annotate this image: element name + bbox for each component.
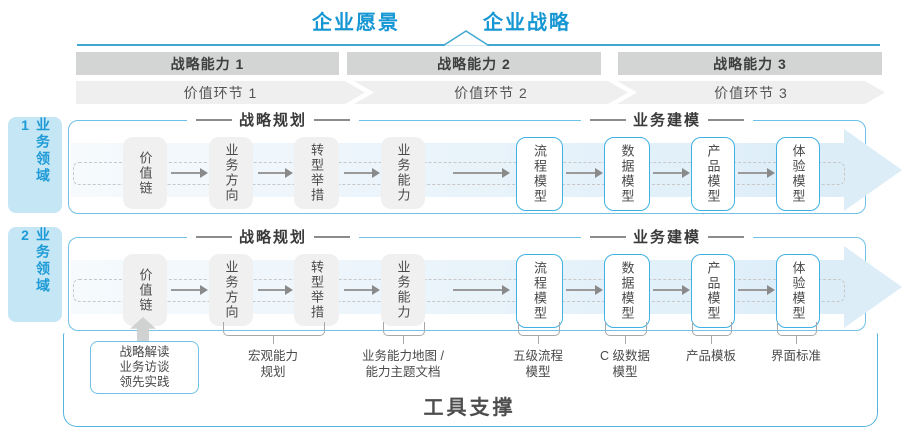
flow-arrow-icon [171,168,208,178]
flow-box-transformation: 转型举措 [294,254,339,326]
capability-segment-1: 战略能力 1 [76,52,339,75]
business-domain-row-1: 价值链 业务方向 转型举措 业务能力 流程模型 数据模型 产品模型 体验模型 战… [68,112,902,214]
flow-arrow-icon [453,168,510,178]
section-title-strategic-planning: 战略规划 [186,229,360,247]
bracket-stem [403,335,404,344]
flow-arrow-icon [738,168,775,178]
flow-arrow-icon [453,285,510,295]
bracket-stem [796,335,797,344]
bracket-macro-capability [223,322,325,336]
flow-arrow-icon [344,285,380,295]
domain-tab-1: 业务领域 1 [8,117,62,213]
bracket-stem [625,335,626,344]
flow-arrow-icon [344,168,380,178]
bracket-stem [538,335,539,344]
flow-box-biz-capability: 业务能力 [381,137,425,209]
value-chevron-1: 价值环节 1 [76,81,365,104]
flow-arrow-icon [653,285,690,295]
flow-arrow-icon [653,168,690,178]
section-title-business-modeling: 业务建模 [580,229,754,247]
practices-note-box: 战略解读 业务访谈 领先实践 [90,341,199,394]
note-ui-standard: 界面标准 [770,349,822,363]
capability-segment-3: 战略能力 3 [618,52,882,75]
tool-support-container [63,333,878,427]
value-label-1: 价值环节 1 [183,84,258,101]
value-label-2: 价值环节 2 [454,84,528,101]
flow-box-biz-capability: 业务能力 [381,254,425,326]
bracket-data-model [605,322,647,336]
flow-box-product-model: 产品模型 [691,254,735,328]
flow-box-experience-model: 体验模型 [776,254,820,328]
capability-label-2: 战略能力 2 [437,55,511,72]
value-label-3: 价值环节 3 [714,84,788,101]
flow-arrow-icon [258,285,293,295]
flow-box-biz-direction: 业务方向 [209,137,253,209]
tool-support-title: 工具支撑 [423,397,516,419]
flow-arrow-icon [738,285,775,295]
flow-arrow-icon [566,285,603,295]
value-chevron-3: 价值环节 3 [617,81,885,104]
section-title-business-modeling: 业务建模 [580,112,754,130]
flow-box-process-model: 流程模型 [516,254,563,328]
note-product-template: 产品模板 [685,349,737,363]
flow-box-data-model: 数据模型 [604,254,650,328]
bracket-stem [273,335,274,344]
flow-box-value-chain: 价值链 [123,137,167,209]
dashed-track [73,279,845,302]
domain-tab-2: 业务领域 2 [8,227,62,322]
flow-arrow-icon [258,168,293,178]
value-chevron-2: 价值环节 2 [354,81,628,104]
capability-segment-2: 战略能力 2 [347,52,601,75]
capability-label-3: 战略能力 3 [713,55,787,72]
flow-box-transformation: 转型举措 [294,137,339,209]
bracket-ui-standard [777,322,817,336]
note-macro-capability: 宏观能力 规划 [247,349,299,379]
flow-box-product-model: 产品模型 [691,137,735,211]
dashed-track [73,162,845,185]
flow-arrow-icon [566,168,603,178]
bracket-product-template [692,322,732,336]
section-title-strategic-planning: 战略规划 [186,112,360,130]
vision-title: 企业愿景 [312,12,400,34]
flow-box-value-chain: 价值链 [123,254,167,326]
capability-label-1: 战略能力 1 [170,55,245,72]
flow-arrow-icon [171,285,208,295]
flow-box-experience-model: 体验模型 [776,137,820,211]
note-data-model: C 级数据 模型 [599,349,651,379]
business-domain-row-2: 价值链 业务方向 转型举措 业务能力 流程模型 数据模型 产品模型 体验模型 战… [68,229,902,331]
bracket-process-model [518,322,560,336]
flow-band-arrowhead-icon [844,129,902,211]
bracket-stem [711,335,712,344]
header-rule-and-caret [77,30,880,47]
flow-box-data-model: 数据模型 [604,137,650,211]
flow-box-process-model: 流程模型 [516,137,563,211]
strategy-title: 企业战略 [483,12,571,34]
note-process-model: 五级流程 模型 [512,349,564,379]
flow-box-biz-direction: 业务方向 [209,254,253,326]
note-capability-map: 业务能力地图 / 能力主题文档 [362,349,444,379]
bracket-capability-map [383,322,425,336]
flow-band-arrowhead-icon [844,246,902,328]
